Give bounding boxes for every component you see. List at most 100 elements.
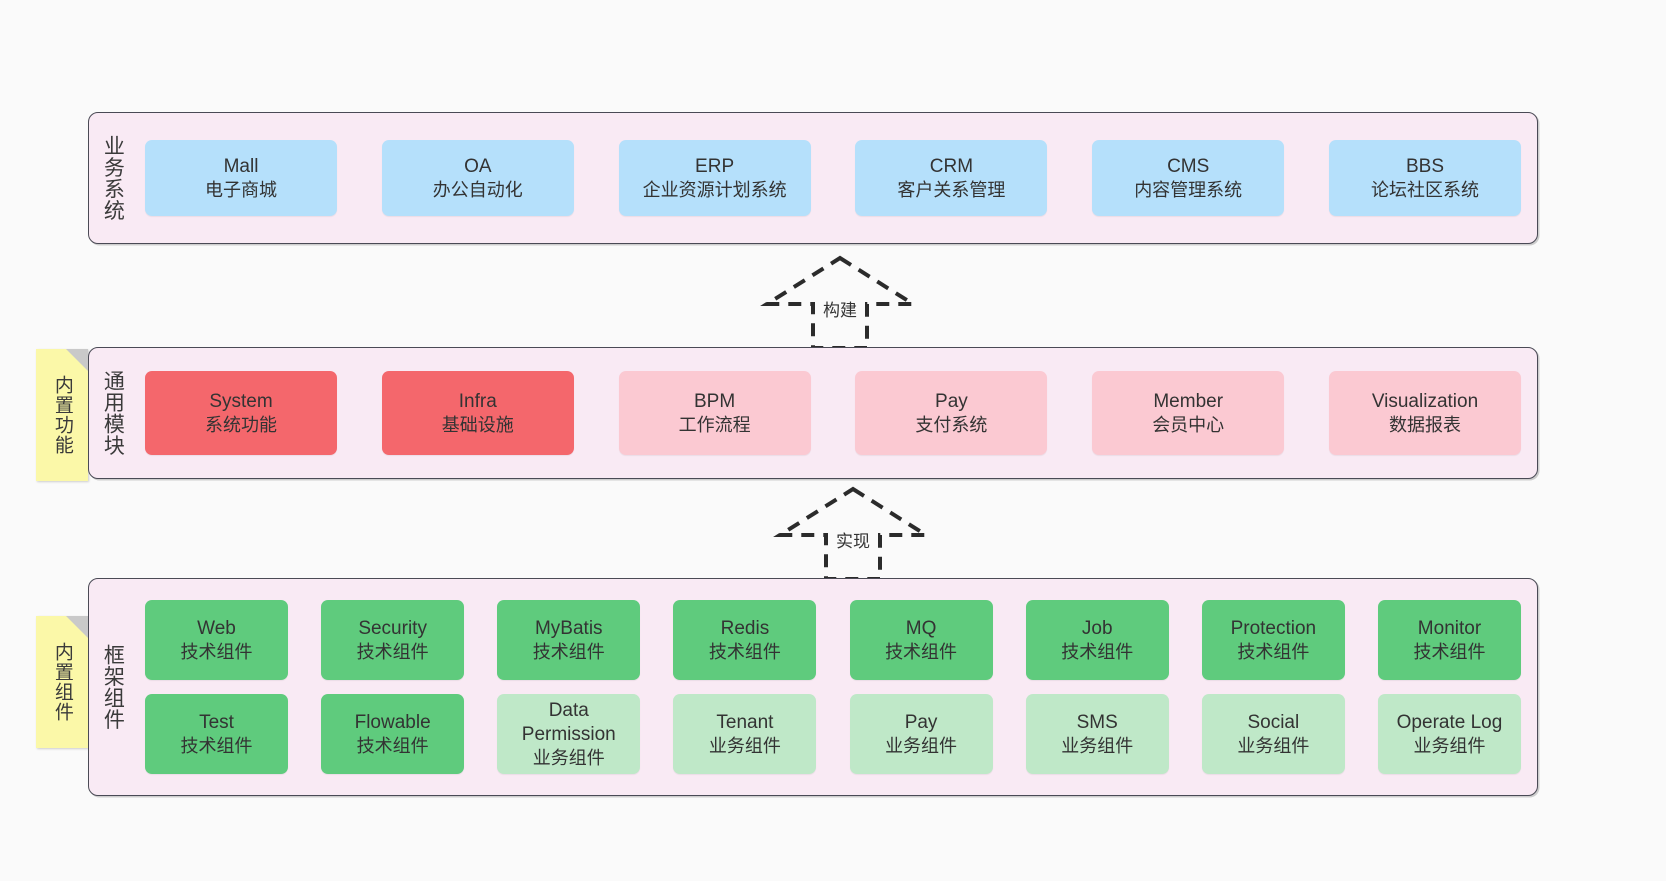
card-title: Visualization xyxy=(1371,390,1479,412)
card-title: CMS xyxy=(1167,155,1210,177)
card-subtitle: 数据报表 xyxy=(1388,414,1461,435)
card-bbs[interactable]: BBS 论坛社区系统 xyxy=(1328,140,1521,216)
card-title: Tenant xyxy=(716,711,774,733)
card-subtitle: 技术组件 xyxy=(532,641,605,662)
card-subtitle: 技术组件 xyxy=(180,641,253,662)
card-title: Data Permission xyxy=(521,700,616,745)
card-subtitle: 电子商城 xyxy=(205,179,277,200)
tier-common-modules-label: 通用模块 xyxy=(101,370,125,456)
tier-business-systems-body: Mall 电子商城 OA 办公自动化 ERP 企业资源计划系统 CRM 客户关系… xyxy=(135,113,1537,243)
card-subtitle: 业务组件 xyxy=(532,747,605,768)
card-title: BPM xyxy=(694,390,736,412)
card-title: Infra xyxy=(458,390,497,412)
card-subtitle: 技术组件 xyxy=(1237,641,1310,662)
card-security[interactable]: Security 技术组件 xyxy=(321,600,465,680)
card-subtitle: 内容管理系统 xyxy=(1134,179,1243,200)
card-title: BBS xyxy=(1405,155,1444,177)
card-subtitle: 技术组件 xyxy=(1413,641,1486,662)
card-subtitle: 业务组件 xyxy=(1413,735,1486,756)
sticky-note-label: 内置功能 xyxy=(51,375,73,455)
card-title: Redis xyxy=(720,617,770,639)
card-title: Job xyxy=(1081,617,1113,639)
card-subtitle: 技术组件 xyxy=(356,641,429,662)
card-job[interactable]: Job 技术组件 xyxy=(1025,600,1169,680)
card-protection[interactable]: Protection 技术组件 xyxy=(1201,600,1345,680)
card-title: OA xyxy=(464,155,492,177)
card-redis[interactable]: Redis 技术组件 xyxy=(673,600,817,680)
tier-framework-components-body: Web 技术组件 Security 技术组件 MyBatis 技术组件 Redi… xyxy=(135,579,1537,795)
card-title: Web xyxy=(197,617,236,639)
framework-tech-row: Web 技术组件 Security 技术组件 MyBatis 技术组件 Redi… xyxy=(145,600,1521,680)
card-title: Member xyxy=(1153,390,1224,412)
tier-business-systems-label: 业务系统 xyxy=(101,135,125,221)
card-subtitle: 业务组件 xyxy=(708,735,781,756)
card-monitor[interactable]: Monitor 技术组件 xyxy=(1377,600,1521,680)
card-subtitle: 支付系统 xyxy=(915,414,988,435)
card-subtitle: 工作流程 xyxy=(678,414,751,435)
page-fold-icon xyxy=(66,616,88,638)
tier-common-modules-body: System 系统功能 Infra 基础设施 BPM 工作流程 Pay 支付系统… xyxy=(135,348,1537,478)
card-sms[interactable]: SMS 业务组件 xyxy=(1025,694,1169,774)
card-system[interactable]: System 系统功能 xyxy=(145,371,337,455)
card-title: System xyxy=(209,390,273,412)
card-title: Flowable xyxy=(354,711,431,733)
card-member[interactable]: Member 会员中心 xyxy=(1092,371,1285,455)
connector-realize: 实现 xyxy=(768,483,938,583)
card-subtitle: 基础设施 xyxy=(441,414,514,435)
card-subtitle: 业务组件 xyxy=(1061,735,1134,756)
card-title: Pay xyxy=(935,390,968,412)
sticky-note-builtin-components: 内置组件 xyxy=(36,616,88,748)
card-pay-module[interactable]: Pay 支付系统 xyxy=(855,371,1048,455)
tier-common-modules: 通用模块 System 系统功能 Infra 基础设施 BPM 工作流程 Pay… xyxy=(88,347,1538,479)
card-operate-log[interactable]: Operate Log 业务组件 xyxy=(1377,694,1521,774)
card-visualization[interactable]: Visualization 数据报表 xyxy=(1328,371,1521,455)
card-mq[interactable]: MQ 技术组件 xyxy=(849,600,993,680)
card-oa[interactable]: OA 办公自动化 xyxy=(381,140,574,216)
card-title: SMS xyxy=(1076,711,1118,733)
card-subtitle: 技术组件 xyxy=(708,641,781,662)
card-title: MyBatis xyxy=(534,617,603,639)
card-subtitle: 论坛社区系统 xyxy=(1370,179,1479,200)
card-title: Pay xyxy=(904,711,938,733)
card-title: CRM xyxy=(929,155,974,177)
card-infra[interactable]: Infra 基础设施 xyxy=(381,371,574,455)
card-mall[interactable]: Mall 电子商城 xyxy=(145,140,337,216)
card-subtitle: 系统功能 xyxy=(205,414,277,435)
tier-framework-components: 框架组件 Web 技术组件 Security 技术组件 MyBatis 技术组件… xyxy=(88,578,1538,796)
card-crm[interactable]: CRM 客户关系管理 xyxy=(855,140,1048,216)
card-title: Mall xyxy=(223,155,259,177)
card-title: Test xyxy=(199,711,234,733)
card-data-permission[interactable]: Data Permission 业务组件 xyxy=(497,694,641,774)
card-web[interactable]: Web 技术组件 xyxy=(145,600,288,680)
card-tenant[interactable]: Tenant 业务组件 xyxy=(673,694,817,774)
card-subtitle: 办公自动化 xyxy=(432,179,523,200)
card-bpm[interactable]: BPM 工作流程 xyxy=(618,371,811,455)
card-subtitle: 技术组件 xyxy=(356,735,429,756)
card-subtitle: 业务组件 xyxy=(885,735,958,756)
card-title: Protection xyxy=(1230,617,1317,639)
card-flowable[interactable]: Flowable 技术组件 xyxy=(321,694,465,774)
card-title: ERP xyxy=(695,155,735,177)
card-test[interactable]: Test 技术组件 xyxy=(145,694,288,774)
card-pay-component[interactable]: Pay 业务组件 xyxy=(849,694,993,774)
card-cms[interactable]: CMS 内容管理系统 xyxy=(1092,140,1285,216)
card-subtitle: 会员中心 xyxy=(1152,414,1225,435)
card-subtitle: 技术组件 xyxy=(885,641,958,662)
card-title: Operate Log xyxy=(1396,711,1503,733)
card-social[interactable]: Social 业务组件 xyxy=(1201,694,1345,774)
card-mybatis[interactable]: MyBatis 技术组件 xyxy=(497,600,641,680)
sticky-note-builtin-functions: 内置功能 xyxy=(36,349,88,481)
sticky-note-label: 内置组件 xyxy=(51,642,73,722)
card-title: Monitor xyxy=(1417,617,1482,639)
connector-build-label: 构建 xyxy=(823,301,857,320)
card-subtitle: 业务组件 xyxy=(1237,735,1310,756)
card-subtitle: 客户关系管理 xyxy=(897,179,1006,200)
framework-business-row: Test 技术组件 Flowable 技术组件 Data Permission … xyxy=(145,694,1521,774)
card-title: Social xyxy=(1247,711,1300,733)
card-subtitle: 技术组件 xyxy=(1061,641,1134,662)
card-title: Security xyxy=(358,617,427,639)
tier-business-systems: 业务系统 Mall 电子商城 OA 办公自动化 ERP 企业资源计划系统 CRM… xyxy=(88,112,1538,244)
card-erp[interactable]: ERP 企业资源计划系统 xyxy=(618,140,811,216)
card-subtitle: 技术组件 xyxy=(180,735,253,756)
